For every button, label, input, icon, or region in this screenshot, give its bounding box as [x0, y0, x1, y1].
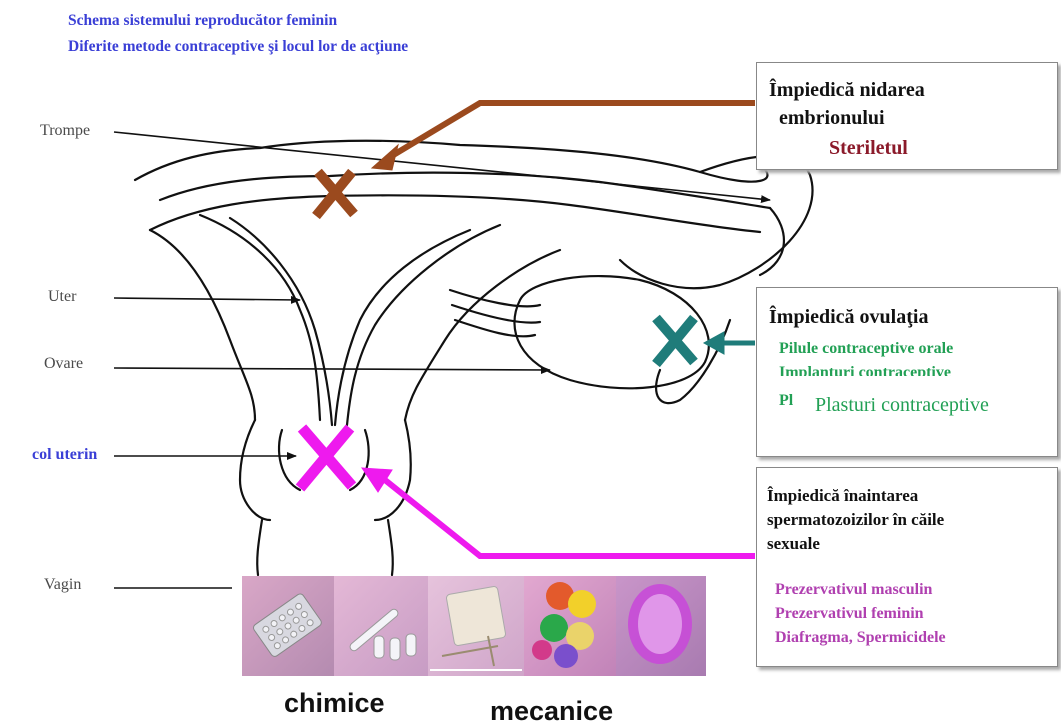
ovulation-item-implants: Implanturi contraceptive [779, 364, 951, 376]
box-nidation-heading-2: embrionului [779, 105, 885, 131]
left-tube-outline [135, 141, 768, 182]
sperm-item-male-condom: Prezervativul masculin [775, 578, 932, 602]
sperm-item-diaphragm: Diafragma, Spermicidele [775, 626, 946, 650]
teal-x-mark [656, 318, 694, 364]
label-col-uterin: col uterin [32, 446, 97, 464]
label-chimice: chimice [284, 688, 385, 719]
ovary-ligament [450, 290, 540, 336]
box-sperm-heading-3: sexuale [767, 532, 820, 556]
photo-patch-iud [428, 576, 524, 676]
box-nidation: Împiedică nidarea embrionului Steriletul [756, 62, 1058, 170]
label-ovare: Ovare [44, 355, 83, 373]
box-nidation-method: Steriletul [829, 135, 908, 161]
magenta-x-mark [300, 428, 352, 488]
vagina-left [257, 520, 262, 575]
uterus-outer-right [405, 250, 560, 420]
box-sperm-heading-1: Împiedică înaintarea [767, 484, 918, 508]
photo-condoms [524, 576, 616, 676]
uterus-cavity-left2 [230, 218, 332, 425]
uterus-cavity-right [335, 230, 470, 425]
photo-applicator [334, 576, 428, 676]
ovulation-item-implants-clip: Implanturi contraceptive [779, 364, 951, 376]
label-vagin: Vagin [44, 576, 81, 594]
teal-arrow [704, 332, 755, 354]
leader-ovare [114, 368, 550, 370]
box-ovulation: Împiedică ovulaţia Pilule contraceptive … [756, 287, 1058, 457]
label-uter: Uter [48, 288, 76, 306]
label-mecanice: mecanice [490, 696, 613, 727]
photo-pill-pack [242, 576, 334, 676]
label-trompe: Trompe [40, 122, 90, 140]
brown-arrow [372, 103, 755, 170]
photo-female-condom [616, 576, 706, 676]
box-sperm-heading-2: spermatozoizilor în căile [767, 508, 944, 532]
sperm-item-female-condom: Prezervativul feminin [775, 602, 924, 626]
brown-x-mark [316, 172, 354, 216]
leader-uter [114, 298, 300, 300]
box-ovulation-heading: Împiedică ovulaţia [769, 304, 928, 330]
box-nidation-heading-1: Împiedică nidarea [769, 77, 925, 103]
cervix-outer [240, 420, 270, 520]
vagina-right [388, 520, 393, 575]
ovulation-item-patches: Plasturi contraceptive [815, 394, 989, 417]
ovulation-item-pills: Pilule contraceptive orale [779, 340, 953, 358]
box-sperm: Împiedică înaintarea spermatozoizilor în… [756, 467, 1058, 667]
magenta-arrow [362, 468, 755, 556]
uterus-cavity-right2 [347, 225, 500, 425]
uterus-cavity-left [200, 215, 320, 420]
ovulation-item-prefix: Pl [779, 392, 793, 410]
uterus-outer [150, 230, 255, 420]
